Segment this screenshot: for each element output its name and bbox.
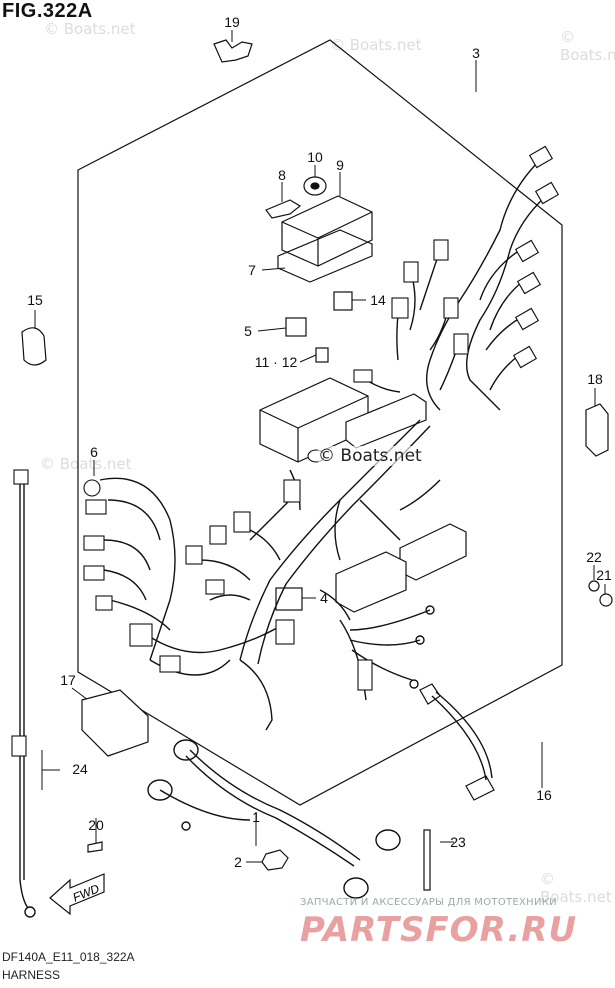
callout-23: 24 [72,761,88,777]
gasket-7 [277,229,373,283]
fwd-label: FWD [71,881,102,904]
callout-17: 18 [587,371,603,387]
fuse-11-12 [315,347,329,363]
callout-18: 19 [224,14,240,30]
cable-tie-22 [423,829,431,891]
fwd-arrow: FWD [49,873,105,916]
callout-16: 17 [60,672,76,688]
callout-1: 1 [252,809,260,825]
relay-5 [285,317,307,337]
figure-title: FIG.322A [2,0,93,22]
brand-tagline: ЗАПЧАСТИ И АКСЕССУАРЫ ДЛЯ МОТОТЕХНИКИ [300,897,557,908]
callout-19: 20 [88,817,104,833]
relay-4 [275,587,303,611]
callout-3: 3 [472,45,480,61]
ecu-connector-a [399,523,467,581]
holder-16 [81,689,149,757]
connector-block [345,393,427,449]
relay-13 [333,291,353,311]
callout-5: 5 [244,323,252,339]
parts [21,39,613,891]
callout-13: 14 [370,292,386,308]
callout-11-12: 11 · 12 [255,354,298,370]
ecu-connector-b [335,551,407,613]
callout-10: 10 [307,149,323,165]
cap-14 [21,327,47,366]
callout-4: 4 [320,590,328,606]
screw-19 [87,841,103,853]
leader-lines [34,30,606,863]
callout-22: 23 [450,834,466,850]
bracket-17 [585,403,609,457]
fuse-box-9 [281,195,373,267]
figure-code: DF140A_E11_018_322A [2,950,135,964]
callout-9: 9 [336,157,344,173]
callout-labels: 3 19 8 10 9 7 14 5 11 · 12 15 18 6 4 22 … [27,14,612,870]
clamp-8 [265,199,302,219]
callout-2: 2 [234,854,242,870]
nut-2 [261,849,289,871]
watermark-faint: © Boats.net [540,870,612,906]
watermark-faint: © Boats.net [40,455,132,473]
connector-15a [465,775,495,801]
callout-20: 21 [596,567,612,583]
callout-7: 7 [248,262,256,278]
nut-20 [599,593,613,607]
figure-name: HARNESS [2,968,61,982]
watermark-faint: © Boats.net [330,36,422,54]
watermark-faint: © Boats.net [560,28,615,64]
watermark-faint: © Boats.net [44,20,136,38]
callout-15: 16 [536,787,552,803]
brand-logo: PARTSFOR.RU [300,910,578,950]
washer-21 [588,580,600,592]
callout-6: 6 [90,444,98,460]
callout-21: 22 [586,549,602,565]
callout-8: 8 [278,167,286,183]
callout-14: 15 [27,292,43,308]
watermark-main: © Boats.net [318,446,422,466]
clip-18 [213,39,253,63]
assembly-boundary [77,39,563,806]
